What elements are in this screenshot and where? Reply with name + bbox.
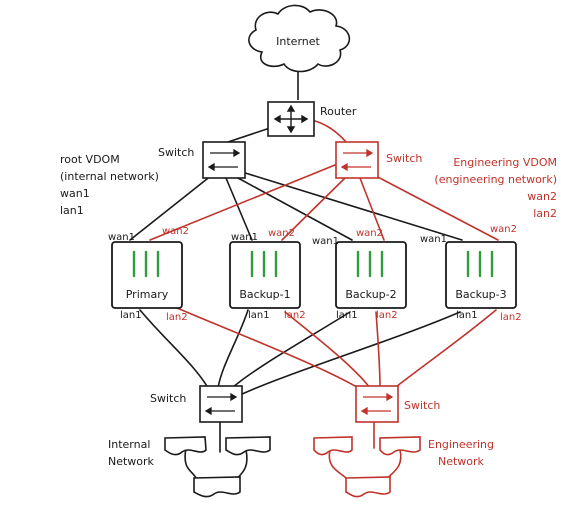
router-label: Router bbox=[320, 105, 357, 118]
bottom-switch-root: Switch bbox=[150, 385, 243, 423]
switch-box bbox=[202, 141, 246, 179]
switch-arrows-icon bbox=[360, 392, 394, 416]
port-wan1: wan1 bbox=[312, 236, 339, 247]
wire-rootsw-backup1 bbox=[225, 177, 253, 241]
eng-vdom-subtitle: (engineering network) bbox=[434, 173, 557, 186]
engineering-network-line1: Engineering bbox=[428, 438, 494, 451]
root-vdom-title: root VDOM bbox=[60, 153, 120, 166]
root-vdom-subtitle: (internal network) bbox=[60, 170, 159, 183]
switch-box bbox=[335, 141, 379, 179]
top-switch-root-label: Switch bbox=[158, 146, 194, 159]
bottom-switch-eng: Switch bbox=[355, 385, 440, 423]
port-lan2: lan2 bbox=[166, 312, 188, 323]
wire-primary-lan1 bbox=[139, 309, 209, 389]
port-lan1: lan1 bbox=[248, 310, 270, 321]
wire-internal-left bbox=[184, 447, 197, 479]
unit-backup-3: Backup-3 wan1 wan2 lan1 lan2 bbox=[420, 224, 522, 323]
port-lan1: lan1 bbox=[456, 310, 478, 321]
engineering-network-line2: Network bbox=[438, 455, 485, 468]
wire-backup1-lan2 bbox=[284, 311, 371, 389]
internet-cloud: Internet bbox=[248, 4, 351, 73]
unit-led-icon bbox=[466, 250, 494, 278]
host-icon bbox=[313, 436, 353, 456]
host-icon bbox=[225, 436, 271, 456]
wire-router-root-switch bbox=[224, 127, 271, 144]
wire-backup3-lan2 bbox=[391, 309, 497, 391]
host-icon bbox=[193, 476, 241, 498]
unit-name: Backup-1 bbox=[239, 288, 290, 301]
port-wan1: wan1 bbox=[231, 232, 258, 243]
wire-primary-lan2 bbox=[169, 304, 363, 391]
internet-label: Internet bbox=[276, 35, 320, 48]
port-wan2: wan2 bbox=[268, 228, 295, 239]
router: Router bbox=[267, 72, 357, 137]
switch-box bbox=[355, 385, 399, 423]
port-wan2: wan2 bbox=[162, 226, 189, 237]
port-lan1: lan1 bbox=[336, 310, 358, 321]
eng-vdom-legend: Engineering VDOM (engineering network) w… bbox=[434, 156, 557, 220]
switch-arrows-icon bbox=[204, 392, 238, 416]
internal-network: Internal Network bbox=[108, 436, 271, 498]
root-wires bbox=[129, 127, 463, 481]
bottom-switch-root-label: Switch bbox=[150, 392, 186, 405]
eng-vdom-port-wan: wan2 bbox=[527, 190, 557, 203]
switch-arrows-icon bbox=[340, 148, 374, 172]
unit-name: Primary bbox=[126, 288, 169, 301]
eng-vdom-port-lan: lan2 bbox=[533, 207, 557, 220]
top-switch-root: Switch bbox=[158, 141, 246, 179]
root-vdom-legend: root VDOM (internal network) wan1 lan1 bbox=[60, 153, 159, 217]
unit-led-icon bbox=[356, 250, 384, 278]
unit-backup-2: Backup-2 wan1 wan2 lan1 lan2 bbox=[312, 228, 407, 321]
root-vdom-port-wan: wan1 bbox=[60, 187, 90, 200]
unit-led-icon bbox=[250, 250, 278, 278]
wire-rootsw-backup3 bbox=[241, 171, 463, 241]
wire-backup2-lan1 bbox=[231, 311, 351, 389]
port-wan2: wan2 bbox=[490, 224, 517, 235]
eng-vdom-title: Engineering VDOM bbox=[453, 156, 557, 169]
unit-led-icon bbox=[132, 250, 160, 278]
port-lan2: lan2 bbox=[376, 310, 398, 321]
host-icon bbox=[164, 436, 207, 456]
wire-rootsw-primary bbox=[129, 174, 213, 241]
wire-backup3-lan1 bbox=[239, 311, 461, 396]
top-switch-eng-label: Switch bbox=[386, 152, 422, 165]
wire-rootsw-backup2 bbox=[237, 177, 353, 241]
wire-router-eng-switch bbox=[311, 119, 347, 143]
internal-network-line2: Network bbox=[108, 455, 155, 468]
unit-backup-1: Backup-1 wan1 wan2 lan1 lan2 bbox=[229, 228, 306, 321]
unit-name: Backup-2 bbox=[345, 288, 396, 301]
host-icon bbox=[379, 436, 421, 456]
wire-engsw-backup3 bbox=[371, 173, 499, 241]
top-switch-eng: Switch bbox=[335, 141, 422, 179]
unit-name: Backup-3 bbox=[455, 288, 506, 301]
host-icon bbox=[345, 476, 391, 498]
switch-box bbox=[199, 385, 243, 423]
port-wan1: wan1 bbox=[420, 234, 447, 245]
wire-engsw-backup1 bbox=[281, 177, 346, 241]
engineering-network: Engineering Network bbox=[313, 436, 494, 498]
wire-engsw-primary bbox=[149, 164, 336, 241]
wire-backup2-lan2 bbox=[375, 311, 381, 389]
root-vdom-port-lan: lan1 bbox=[60, 204, 84, 217]
switch-arrows-icon bbox=[207, 148, 241, 172]
port-lan1: lan1 bbox=[120, 310, 142, 321]
wire-engsw-backup2 bbox=[359, 177, 385, 241]
internal-network-line1: Internal bbox=[108, 438, 150, 451]
cloud-icon bbox=[248, 4, 351, 73]
unit-primary: Primary wan1 wan2 lan1 lan2 bbox=[108, 226, 189, 323]
router-arrows-icon bbox=[273, 104, 309, 134]
eng-wires bbox=[149, 119, 499, 481]
port-wan1: wan1 bbox=[108, 232, 135, 243]
port-lan2: lan2 bbox=[284, 310, 306, 321]
port-lan2: lan2 bbox=[500, 312, 522, 323]
bottom-switch-eng-label: Switch bbox=[404, 399, 440, 412]
port-wan2: wan2 bbox=[356, 228, 383, 239]
wire-eng-left bbox=[328, 449, 347, 479]
wire-backup1-lan1 bbox=[217, 309, 249, 389]
